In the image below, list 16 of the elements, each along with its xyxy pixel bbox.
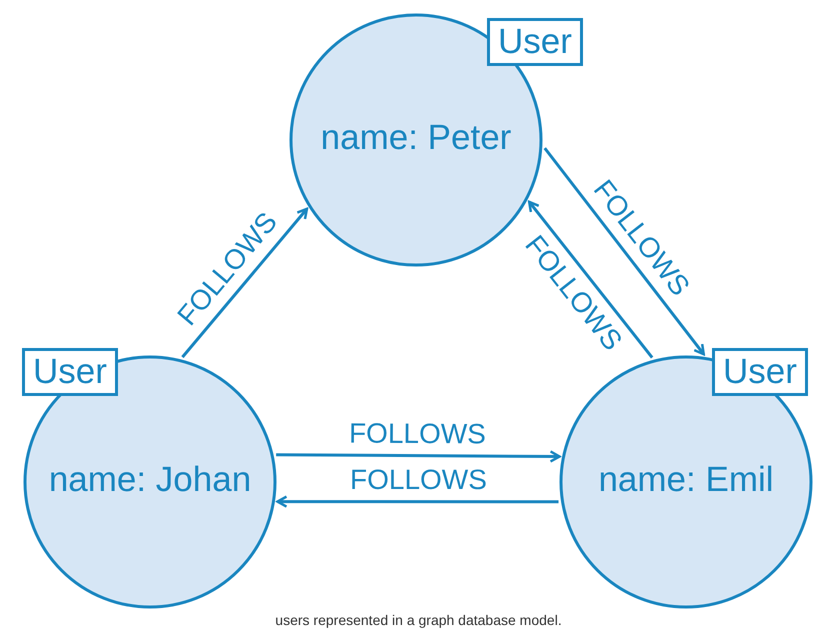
node-label-tag: User [712, 348, 808, 396]
caption: users represented in a graph database model. [275, 612, 562, 628]
edge-label: FOLLOWS [350, 464, 486, 496]
node-property: name: Johan [48, 460, 252, 500]
node-circle [559, 355, 813, 609]
node-label-tag: User [22, 348, 118, 396]
node-label-tag: User [487, 18, 583, 66]
node-property: name: Peter [320, 118, 512, 158]
arrow [276, 495, 559, 508]
node-property: name: Emil [598, 460, 774, 500]
node-circle [23, 355, 277, 609]
arrow [528, 200, 654, 358]
edge-label: FOLLOWS [349, 417, 486, 450]
arrow [181, 208, 308, 358]
arrow [544, 147, 705, 356]
arrow [276, 450, 561, 463]
